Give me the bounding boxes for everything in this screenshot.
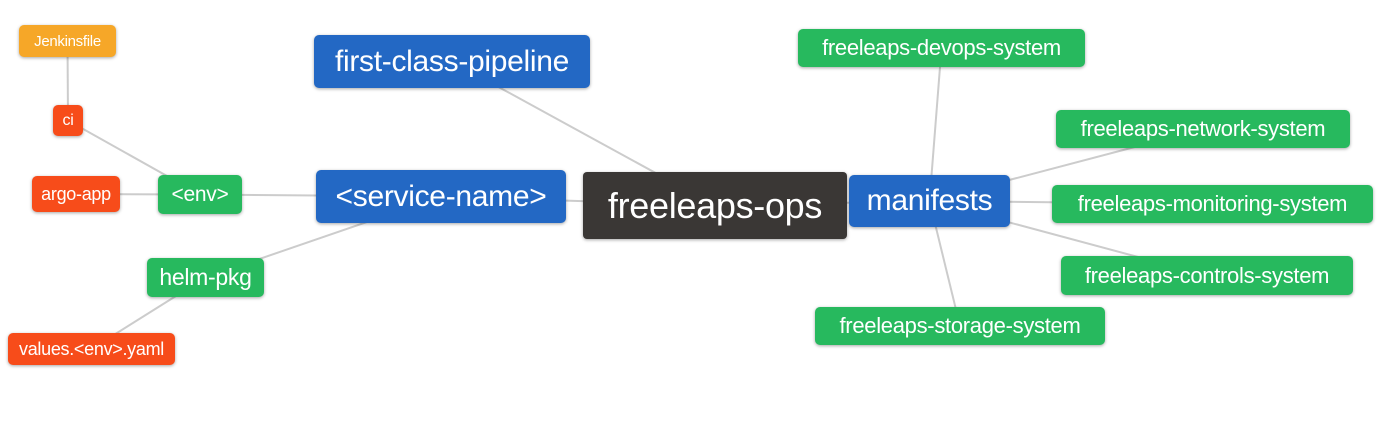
node-helm-pkg[interactable]: helm-pkg <box>147 258 264 297</box>
node-argo-app[interactable]: argo-app <box>32 176 120 212</box>
node-manifests[interactable]: manifests <box>849 175 1010 227</box>
node-freeleaps-network-system[interactable]: freeleaps-network-system <box>1056 110 1350 148</box>
node-freeleaps-devops-system[interactable]: freeleaps-devops-system <box>798 29 1085 67</box>
node-freeleaps-controls-system[interactable]: freeleaps-controls-system <box>1061 256 1353 295</box>
node-service-name[interactable]: <service-name> <box>316 170 566 223</box>
node-ci[interactable]: ci <box>53 105 83 136</box>
node-first-class-pipeline[interactable]: first-class-pipeline <box>314 35 590 88</box>
node-jenkinsfile[interactable]: Jenkinsfile <box>19 25 116 57</box>
node-values-env-yaml[interactable]: values.<env>.yaml <box>8 333 175 365</box>
node-freeleaps-ops[interactable]: freeleaps-ops <box>583 172 847 239</box>
node-freeleaps-monitoring-system[interactable]: freeleaps-monitoring-system <box>1052 185 1373 223</box>
node-freeleaps-storage-system[interactable]: freeleaps-storage-system <box>815 307 1105 345</box>
node-env[interactable]: <env> <box>158 175 242 214</box>
